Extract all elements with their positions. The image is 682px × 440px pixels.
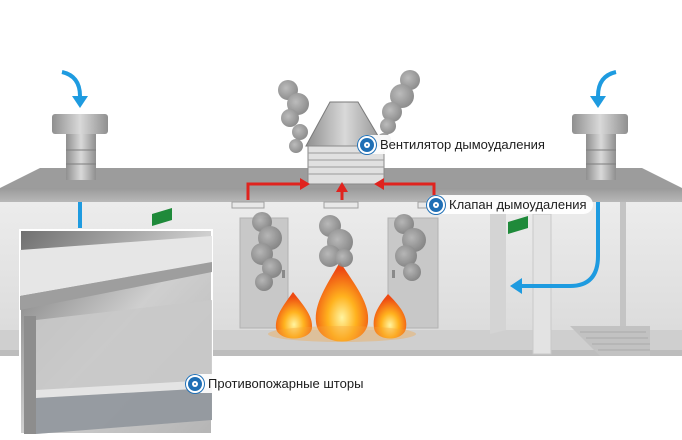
callout-curtains-label: Противопожарные шторы [208, 376, 364, 391]
intake-arrow-icon [61, 70, 617, 288]
callout-valve-label: Клапан дымоудаления [449, 197, 587, 212]
marker-icon [188, 376, 202, 391]
callout-fan-label: Вентилятор дымоудаления [380, 137, 545, 152]
stairs [570, 326, 650, 356]
fire [268, 262, 416, 342]
intake-vent-right [572, 114, 628, 180]
callout-valve: Клапан дымоудаления [426, 195, 593, 214]
callout-fan: Вентилятор дымоудаления [357, 135, 551, 154]
smoke-plumes-interior [251, 212, 426, 291]
exit-sign-icon [152, 208, 528, 234]
callout-curtains: Противопожарные шторы [185, 374, 370, 393]
marker-icon [360, 137, 374, 152]
marker-icon [429, 197, 443, 212]
fire-curtain-photo [19, 229, 213, 435]
intake-arrowheads [72, 96, 606, 294]
smoke-arrowheads [300, 178, 384, 192]
intake-vent-left [52, 114, 108, 180]
